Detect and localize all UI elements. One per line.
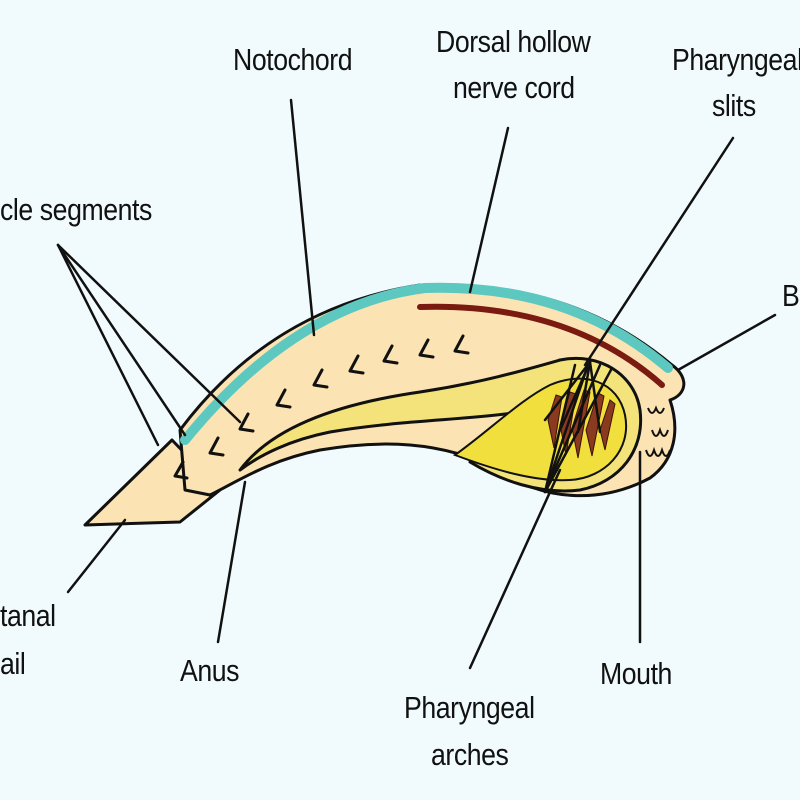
label-notochord: Notochord	[233, 42, 353, 77]
nerve-cord-line	[417, 303, 665, 388]
muscle-segment-marks	[173, 334, 470, 480]
label-muscle-segments: cle segments	[0, 192, 152, 227]
notochord-band	[180, 282, 673, 445]
leader-muscle-3	[56, 243, 242, 424]
leader-arches-4	[543, 363, 602, 494]
leader-muscle-2	[56, 243, 187, 437]
label-dorsal-nerve-line2: nerve cord	[453, 70, 575, 105]
label-brain-partial: B	[782, 278, 800, 313]
leader-pharyngeal-slits	[583, 136, 735, 367]
label-tail-line1: tanal	[0, 598, 56, 633]
label-mouth: Mouth	[600, 656, 672, 691]
mouth-tentacles	[645, 405, 671, 457]
leader-tail	[66, 518, 127, 594]
leader-muscle-1	[56, 243, 160, 447]
leader-nerve-cord	[468, 126, 510, 294]
leader-lines	[56, 98, 777, 670]
label-pharyngeal-slits-line2: slits	[712, 88, 756, 123]
leader-anus	[216, 480, 247, 644]
label-pharyngeal-arches-line1: Pharyngeal	[404, 690, 535, 725]
leader-notochord	[289, 98, 316, 337]
label-anus: Anus	[180, 653, 240, 688]
label-dorsal-nerve-line1: Dorsal hollow	[436, 24, 591, 59]
label-tail-line2: ail	[0, 646, 26, 681]
leader-slits-fan-3	[576, 360, 592, 434]
leader-slits-fan-4	[588, 360, 602, 434]
leader-arches-1	[468, 468, 562, 670]
leader-slits-fan-2	[558, 360, 592, 432]
label-pharyngeal-slits-line1: Pharyngeal	[672, 42, 800, 77]
leader-slits-fan-1	[543, 360, 592, 422]
leader-brain	[676, 313, 777, 372]
label-pharyngeal-arches-line2: arches	[431, 737, 509, 772]
leader-arches-2	[543, 363, 590, 494]
